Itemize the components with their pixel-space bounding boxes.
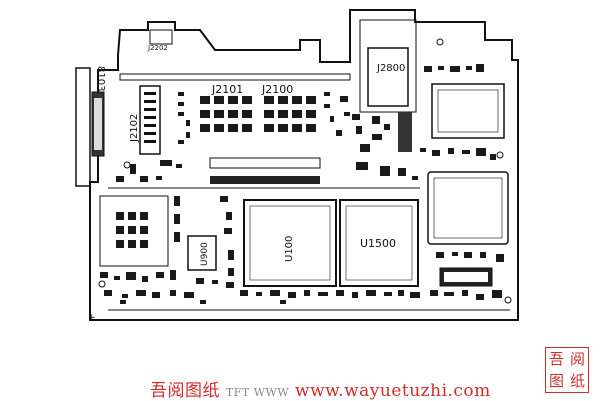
label-j2202: J2202 xyxy=(147,44,168,52)
shield-right-mid-inner xyxy=(433,177,503,239)
side-connector-slot xyxy=(94,98,102,150)
watermark-seal: 吾 阅 图 纸 xyxy=(545,347,589,393)
j2202-connector xyxy=(149,29,173,45)
seal-char-2: 阅 xyxy=(569,349,585,368)
label-u1500: U1500 xyxy=(360,237,396,250)
u900-chip xyxy=(187,235,217,271)
label-u100: U100 xyxy=(284,236,295,262)
lower-left-chip-array xyxy=(116,212,148,248)
u1500-chip-inner xyxy=(345,205,413,281)
seal-char-3: 图 xyxy=(548,371,564,390)
chip-right-top-inner xyxy=(437,89,499,133)
shield-right-mid xyxy=(427,171,509,245)
board-outline xyxy=(89,9,519,321)
connector-top-bar xyxy=(119,73,351,81)
watermark-caption: 吾阅图纸 TFT WWW www.wayuetuzhi.com xyxy=(150,376,491,401)
label-j2800: J2800 xyxy=(376,63,405,74)
mounting-holes xyxy=(98,38,512,304)
board-origin-mark: + xyxy=(88,313,96,323)
ghost-text: TFT WWW xyxy=(225,386,290,399)
j2100-pad-array xyxy=(264,96,316,132)
label-8103: 8103 xyxy=(95,66,106,91)
smd-components-bottom xyxy=(120,250,420,304)
label-j2102: J2102 xyxy=(129,114,140,143)
smd-components-lower-left xyxy=(100,196,232,298)
j2101-pad-array xyxy=(200,96,252,132)
u100-chip-inner xyxy=(249,205,331,281)
side-connector xyxy=(75,67,91,187)
label-u900: U900 xyxy=(200,242,210,266)
label-j2101: J2101 xyxy=(211,83,243,96)
site-url: www.wayuetuzhi.com xyxy=(295,381,491,401)
j2800-housing xyxy=(359,19,417,113)
site-name-cn: 吾阅图纸 xyxy=(150,381,220,401)
connector-bar-2 xyxy=(210,176,320,184)
seal-char-4: 纸 xyxy=(569,371,585,390)
j2102-connector xyxy=(139,85,161,155)
u100-chip xyxy=(243,199,337,287)
label-j2100: J2100 xyxy=(261,83,293,96)
smd-components-right xyxy=(352,64,504,300)
smd-components-upper xyxy=(116,92,350,182)
connector-bar-1 xyxy=(209,157,321,169)
j2102-pins xyxy=(144,92,156,143)
u1500-chip xyxy=(339,199,419,287)
seal-char-1: 吾 xyxy=(548,349,564,368)
lower-left-block xyxy=(99,195,169,267)
j2800-connector-body xyxy=(367,47,409,107)
connector-right-lower-slot xyxy=(444,272,488,282)
